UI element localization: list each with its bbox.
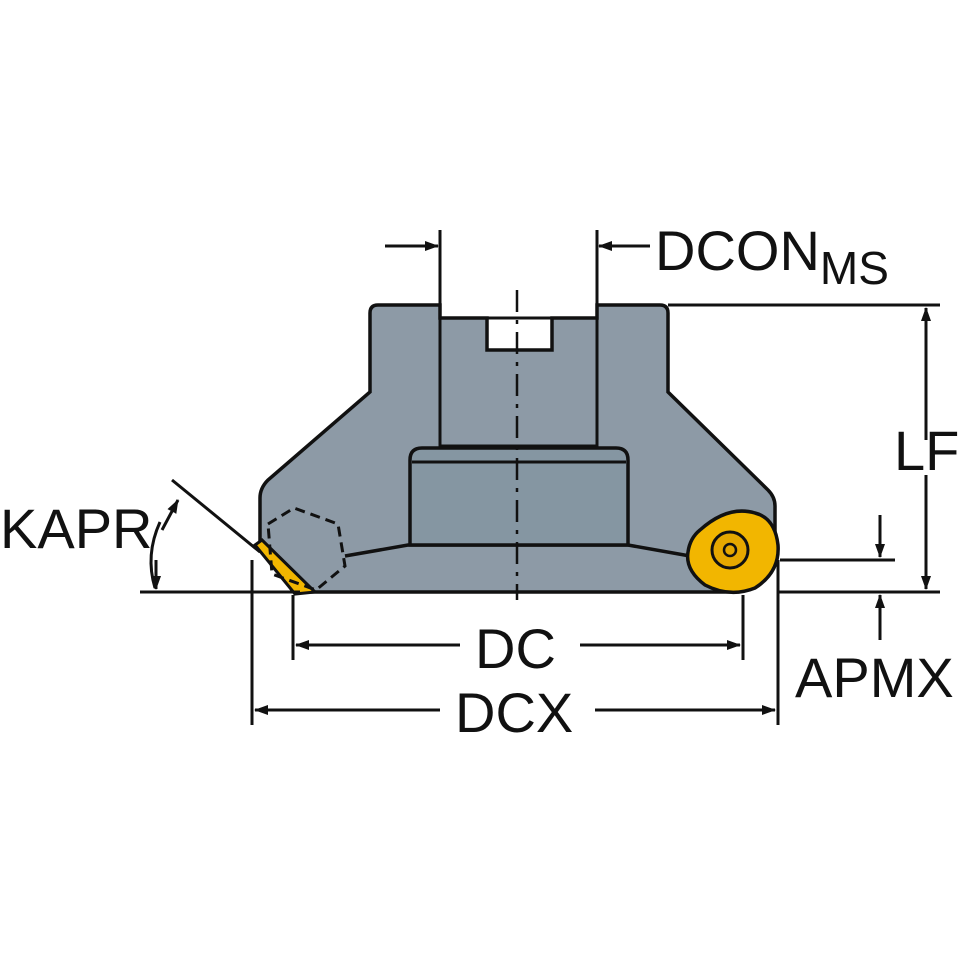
dim-apmx: APMX xyxy=(780,515,954,709)
dcx-label: DCX xyxy=(455,681,573,744)
kapr-label: KAPR xyxy=(0,497,153,560)
cutter-body xyxy=(258,290,777,600)
dc-label: DC xyxy=(475,617,556,680)
dim-dc: DC xyxy=(291,595,745,680)
dim-kapr: KAPR xyxy=(0,478,300,594)
torx-screw-icon xyxy=(710,530,750,570)
dcon-label: DCONMS xyxy=(655,219,889,294)
lf-label: LF xyxy=(894,419,959,482)
dim-dcx: DCX xyxy=(250,560,780,744)
left-insert xyxy=(252,506,347,596)
right-insert xyxy=(685,509,780,595)
apmx-label: APMX xyxy=(795,646,954,709)
dim-lf: LF xyxy=(668,303,959,594)
dim-dcon: DCONMS xyxy=(385,219,889,305)
